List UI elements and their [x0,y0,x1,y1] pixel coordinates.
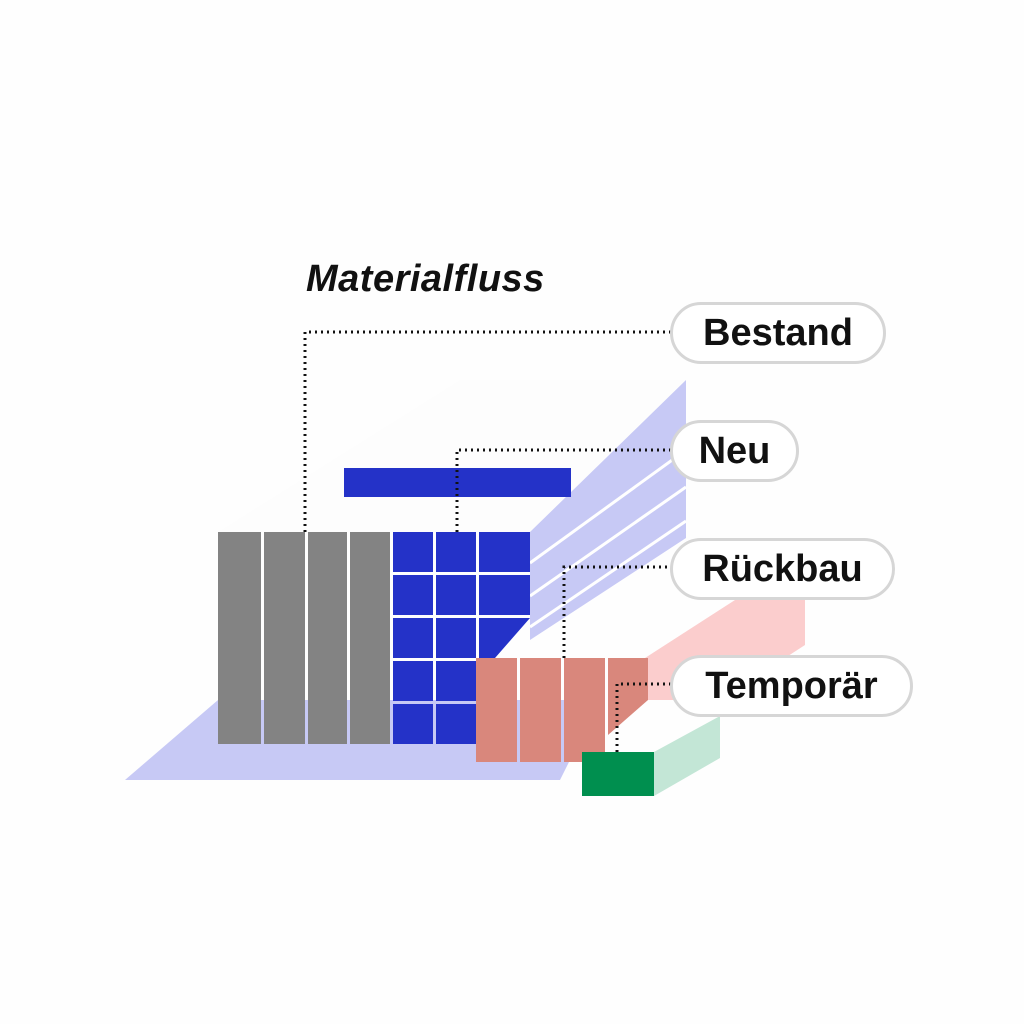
rueckbau-panel [564,658,605,762]
neu-cell [479,532,530,572]
depth-stripe [529,448,687,565]
rueckbau-block [476,658,648,762]
neu-cell [436,618,476,658]
label-temporaer: Temporär [670,655,913,717]
depth-stripe [529,485,687,598]
depth-stripe [529,519,687,629]
leader-line-temporaer [615,682,672,752]
new-building-depth-block [530,380,686,640]
leader-line-rueckbau [562,565,672,658]
neu-cell [393,661,433,701]
neu-cell [436,532,476,572]
neu-cell [393,618,433,658]
bestand-panel [218,532,261,744]
temporaer-block [582,752,654,796]
leader-line-bestand [303,330,672,532]
neu-cell [393,575,433,615]
neu-block [393,532,530,744]
neu-cell [479,618,530,658]
bestand-panel [308,532,347,744]
rueckbau-panel [520,658,561,762]
rueckbau-panel [608,658,648,735]
diagram-title: Materialfluss [306,258,545,300]
label-neu: Neu [670,420,799,482]
neu-cell [436,575,476,615]
temporaer-depth-block [654,716,720,796]
label-bestand: Bestand [670,302,886,364]
neu-cell [393,704,433,744]
bestand-block [218,532,390,744]
neu-cell [479,575,530,615]
neu-cell [393,532,433,572]
bestand-panel [264,532,305,744]
neu-cell [436,661,476,701]
label-rueckbau: Rückbau [670,538,895,600]
neu-cell [436,704,476,744]
rueckbau-panel [476,658,517,762]
bestand-panel [350,532,390,744]
